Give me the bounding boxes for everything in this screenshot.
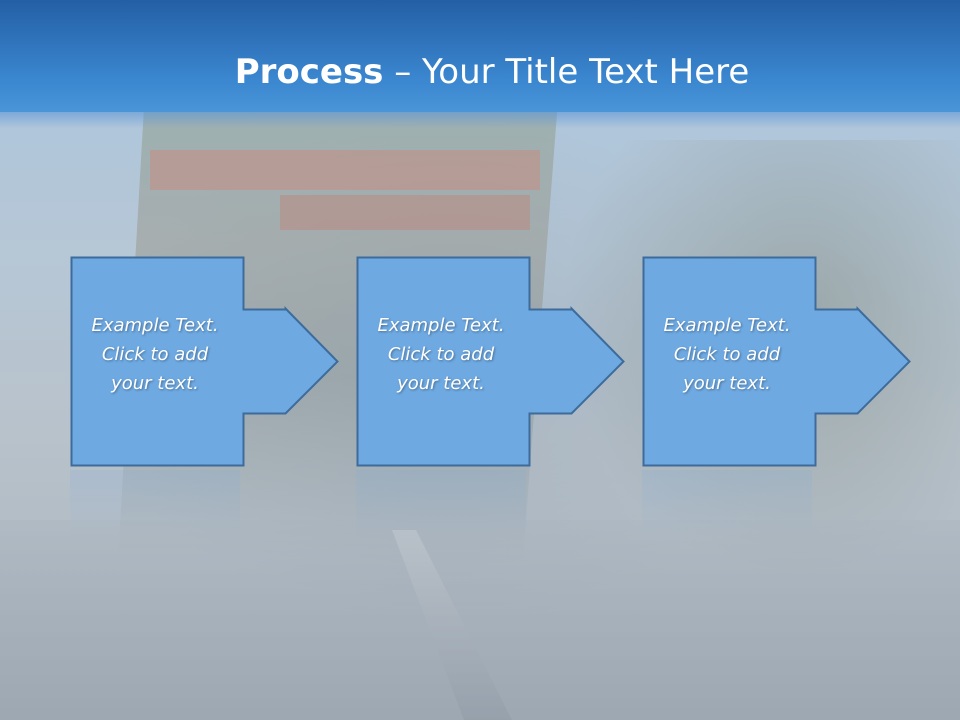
title-banner <box>0 0 960 128</box>
step-text: Example Text. Click to add your text. <box>70 311 240 398</box>
title-rest: – Your Title Text Here <box>383 52 750 92</box>
step-line: Example Text. <box>377 315 505 336</box>
background-train-stripe <box>150 150 540 190</box>
title-bold: Process <box>234 52 384 92</box>
process-step-3[interactable]: Example Text. Click to add your text. <box>642 256 912 468</box>
background-train-stripe <box>280 195 530 230</box>
step-line: Click to add <box>673 344 781 365</box>
step-reflection <box>356 470 527 540</box>
step-line: your text. <box>683 373 771 394</box>
step-line: Example Text. <box>663 315 791 336</box>
step-line: Example Text. <box>91 315 219 336</box>
step-line: Click to add <box>101 344 209 365</box>
arrow-box-shape <box>642 256 911 467</box>
slide-title[interactable]: Process – Your Title Text Here <box>0 52 960 92</box>
arrow-box-shape <box>70 256 339 467</box>
process-step-2[interactable]: Example Text. Click to add your text. <box>356 256 626 468</box>
step-line: your text. <box>397 373 485 394</box>
step-line: Click to add <box>387 344 495 365</box>
arrow-box-shape <box>356 256 625 467</box>
step-text: Example Text. Click to add your text. <box>356 311 526 398</box>
step-line: your text. <box>111 373 199 394</box>
step-reflection <box>70 470 241 540</box>
step-text: Example Text. Click to add your text. <box>642 311 812 398</box>
step-reflection <box>642 470 813 540</box>
process-step-1[interactable]: Example Text. Click to add your text. <box>70 256 340 468</box>
